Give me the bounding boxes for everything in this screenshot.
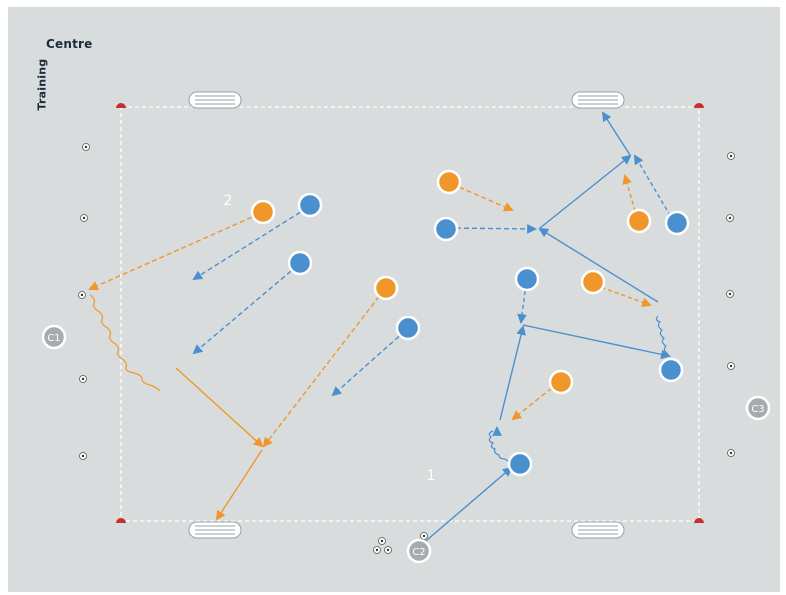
pitch-boundary	[120, 106, 700, 522]
blue-player	[395, 315, 421, 341]
ball-icon	[79, 452, 87, 460]
blue-player	[433, 216, 459, 242]
ball-icon	[378, 537, 386, 545]
mini-goal-icon	[188, 91, 242, 109]
run-arrow	[594, 284, 652, 307]
run-arrow	[175, 367, 264, 448]
ball-icon	[726, 290, 734, 298]
ball-icon	[727, 152, 735, 160]
training-centre-logo: Centre Training	[28, 34, 118, 114]
blue-player	[664, 210, 690, 236]
orange-player	[436, 169, 462, 195]
blue-player	[658, 357, 684, 383]
pass-arrow	[88, 213, 260, 291]
coach-c2: C2	[406, 538, 432, 564]
run-arrow	[499, 325, 526, 421]
orange-player	[373, 275, 399, 301]
ball-icon	[373, 546, 381, 554]
ball-icon	[726, 214, 734, 222]
ball-icon	[80, 214, 88, 222]
run-arrow	[539, 154, 632, 229]
mini-goal-icon	[571, 91, 625, 109]
orange-player	[626, 208, 652, 234]
run-arrow	[511, 382, 559, 421]
phase-label-1: 1	[427, 468, 436, 484]
cone-icon	[116, 103, 126, 108]
run-arrow	[192, 265, 298, 355]
run-arrow	[331, 330, 406, 397]
ball-icon	[727, 362, 735, 370]
orange-player	[250, 199, 276, 225]
dribble-path	[655, 315, 669, 355]
ball-icon	[727, 449, 735, 457]
coach-c1: C1	[41, 324, 67, 350]
ball-icon	[420, 532, 428, 540]
shot-arrow	[601, 111, 631, 156]
run-arrow	[192, 207, 308, 281]
run-arrow	[634, 154, 675, 223]
blue-player	[507, 451, 533, 477]
ball-icon	[82, 143, 90, 151]
coach-c3: C3	[745, 395, 771, 421]
blue-player	[287, 250, 313, 276]
run-arrow	[262, 289, 385, 448]
ball-icon	[384, 546, 392, 554]
dribble-path	[89, 294, 161, 392]
blue-player	[514, 266, 540, 292]
orange-player	[580, 269, 606, 295]
dribble-path	[488, 430, 514, 464]
cone-icon	[694, 103, 704, 108]
shot-arrow	[215, 449, 263, 521]
run-arrow	[447, 224, 537, 234]
coach-label: C2	[412, 547, 425, 558]
pass-arrow	[522, 324, 671, 360]
blue-player	[297, 192, 323, 218]
ball-icon	[78, 291, 86, 299]
logo-word-centre: Centre	[46, 37, 93, 51]
phase-label-2: 2	[224, 193, 233, 209]
orange-player	[548, 369, 574, 395]
run-arrow	[517, 283, 527, 324]
ball-icon	[79, 375, 87, 383]
mini-goal-icon	[188, 521, 242, 539]
cone-icon	[116, 518, 126, 523]
pass-arrow	[538, 227, 659, 303]
coach-label: C3	[751, 404, 764, 415]
cone-icon	[694, 518, 704, 523]
mini-goal-icon	[571, 521, 625, 539]
pass-arrow	[419, 466, 513, 547]
run-arrow	[451, 183, 514, 212]
coach-label: C1	[47, 333, 60, 344]
